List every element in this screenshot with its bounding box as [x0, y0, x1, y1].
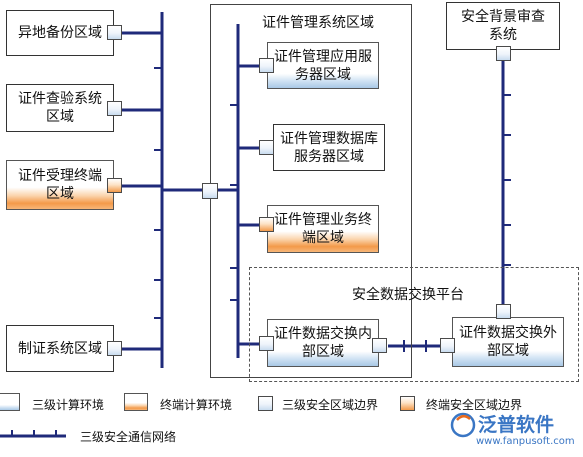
- legend-level3-env-label: 三级计算环境: [32, 398, 105, 412]
- legend-terminal-boundary-swatch: [400, 396, 415, 411]
- boundary-production: [107, 341, 122, 356]
- boundary-db-server: [259, 140, 274, 155]
- background-check-label: 安全背景审查系统: [461, 9, 545, 43]
- legend-level3-env-swatch: [0, 393, 20, 411]
- boundary-exchange-internal-right: [372, 338, 387, 353]
- watermark-url: www.fanpusoft.com: [476, 436, 575, 447]
- boundary-acceptance-terminal: [107, 178, 122, 193]
- offsite-backup-label: 异地备份区域: [18, 25, 102, 41]
- acceptance-terminal-node: 证件受理终端区域: [6, 160, 114, 210]
- production-label: 制证系统区域: [18, 340, 102, 357]
- exchange-platform-region: [249, 267, 579, 382]
- boundary-exchange-external-left: [440, 338, 455, 353]
- app-server-label: 证件管理应用服务器区域: [274, 48, 372, 83]
- boundary-app-server: [259, 58, 274, 73]
- boundary-exchange-internal-left: [259, 336, 274, 351]
- exchange-internal-label: 证件数据交换内部区域: [274, 326, 372, 360]
- watermark-brand: 泛普软件: [478, 414, 555, 436]
- legend-terminal-boundary-label: 终端安全区域边界: [426, 398, 523, 412]
- background-check-node: 安全背景审查系统: [446, 2, 560, 50]
- exchange-internal-node: 证件数据交换内部区域: [267, 319, 379, 367]
- legend-network-label: 三级安全通信网络: [80, 430, 177, 444]
- production-node: 制证系统区域: [6, 325, 114, 372]
- exchange-external-node: 证件数据交换外部区域: [452, 317, 564, 367]
- verification-label: 证件查验系统区域: [18, 91, 102, 125]
- boundary-business-terminal: [259, 217, 274, 232]
- legend-terminal-env-label: 终端计算环境: [160, 398, 233, 412]
- business-terminal-node: 证件管理业务终端区域: [267, 205, 379, 253]
- boundary-offsite-backup: [107, 25, 122, 40]
- exchange-platform-title: 安全数据交换平台: [352, 287, 464, 303]
- management-region-title: 证件管理系统区域: [262, 15, 374, 31]
- verification-node: 证件查验系统区域: [6, 84, 114, 132]
- central-boundary-switch: [202, 183, 218, 199]
- legend-level3-boundary-swatch: [258, 396, 273, 411]
- exchange-external-label: 证件数据交换外部区域: [459, 325, 557, 359]
- app-server-node: 证件管理应用服务器区域: [267, 42, 379, 89]
- business-terminal-label: 证件管理业务终端区域: [274, 212, 372, 246]
- acceptance-terminal-label: 证件受理终端区域: [18, 168, 102, 202]
- db-server-node: 证件管理数据库服务器区域: [273, 124, 385, 171]
- offsite-backup-node: 异地备份区域: [6, 10, 114, 56]
- boundary-background-check: [496, 46, 511, 61]
- db-server-label: 证件管理数据库服务器区域: [280, 130, 378, 165]
- boundary-verification: [107, 101, 122, 116]
- legend-level3-boundary-label: 三级安全区域边界: [282, 398, 379, 412]
- boundary-exchange-external-top: [496, 304, 511, 319]
- legend-terminal-env-swatch: [124, 393, 148, 411]
